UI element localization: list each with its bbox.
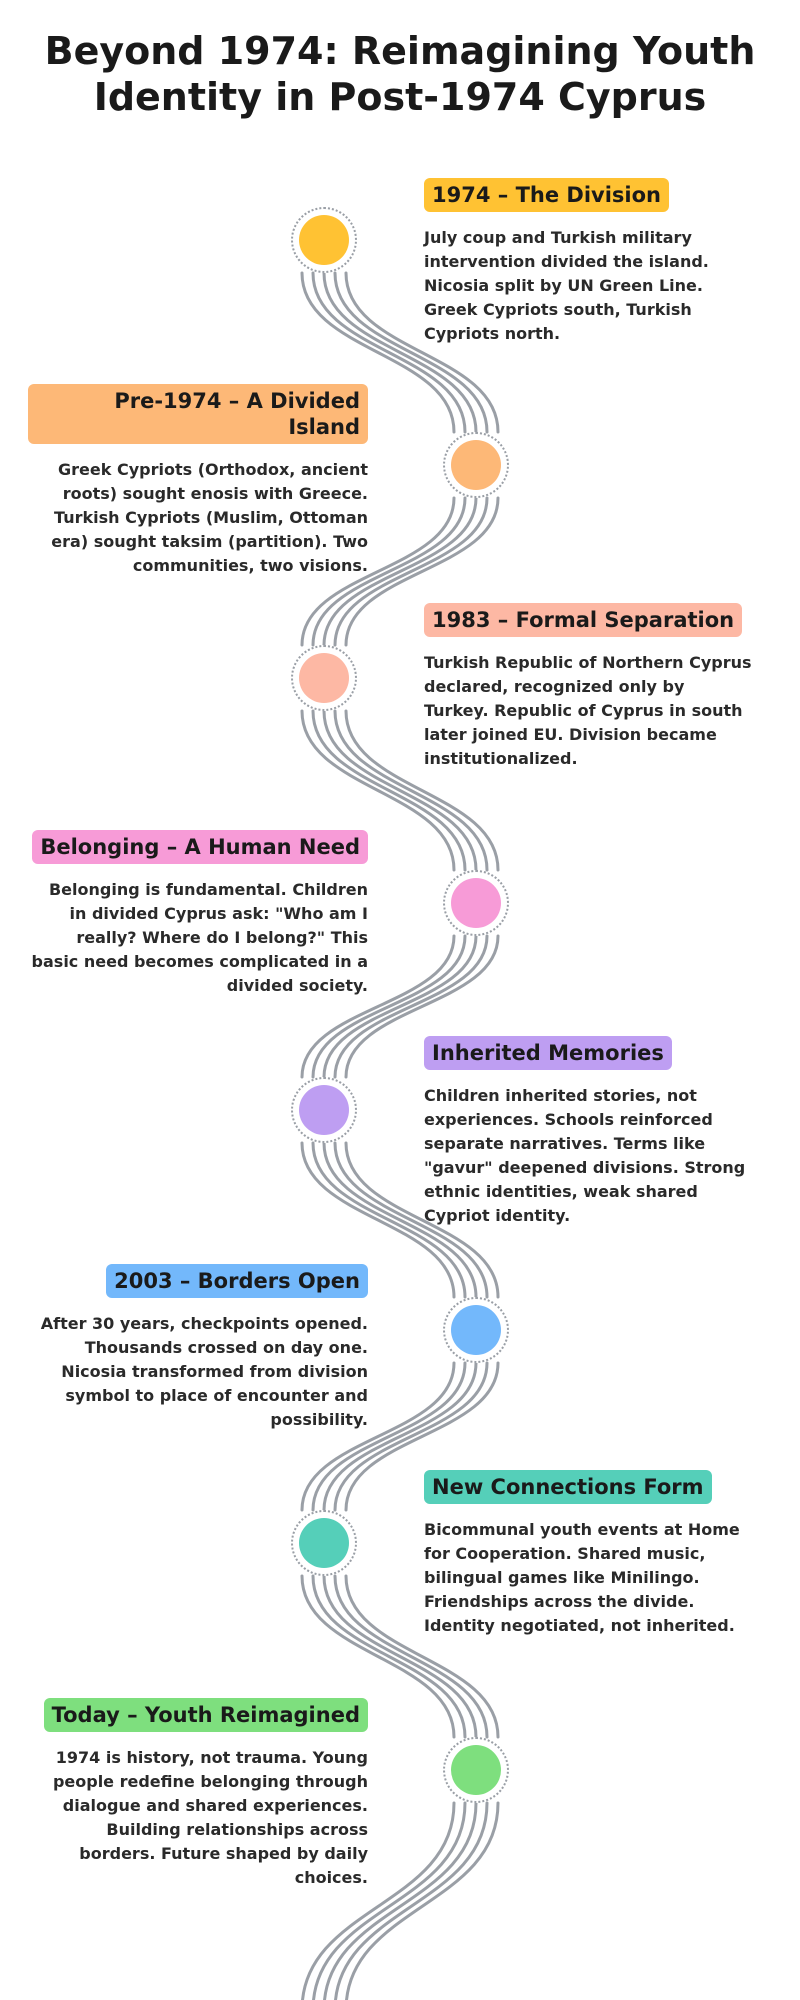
road-strand xyxy=(322,1141,478,1299)
road-strand xyxy=(300,1141,456,1299)
road-strand xyxy=(323,1801,478,2000)
event-description: Greek Cypriots (Orthodox, ancient roots)… xyxy=(51,460,368,575)
road-strand xyxy=(333,271,489,434)
road-strand xyxy=(344,1361,500,1512)
road-strand xyxy=(322,709,478,872)
timeline-node xyxy=(443,432,509,498)
road-strand xyxy=(311,1361,467,1512)
road-strand xyxy=(301,1801,456,2000)
timeline-node xyxy=(443,1297,509,1363)
road-strand xyxy=(322,271,478,434)
event-description: Belonging is fundamental. Children in di… xyxy=(31,880,368,995)
road-strand xyxy=(344,496,500,647)
road-strand xyxy=(312,1801,467,2000)
event-label: 1983 – Formal Separation xyxy=(424,603,743,637)
road-strand xyxy=(322,934,478,1079)
event-label: 1974 – The Division xyxy=(424,178,669,212)
road-strand xyxy=(333,1361,489,1512)
road-strand xyxy=(311,934,467,1079)
timeline-node xyxy=(291,645,357,711)
road-strand xyxy=(344,271,500,434)
road-strand xyxy=(344,1574,500,1739)
event-label: 2003 – Borders Open xyxy=(106,1264,368,1298)
timeline-node-dot xyxy=(451,440,501,490)
event-label: Inherited Memories xyxy=(424,1036,672,1070)
timeline-node xyxy=(291,207,357,273)
event-label: Belonging – A Human Need xyxy=(32,830,368,864)
road-strand xyxy=(311,1574,467,1739)
timeline-node-dot xyxy=(299,215,349,265)
road-strand xyxy=(333,496,489,647)
road-strand xyxy=(300,271,456,434)
timeline-node xyxy=(443,870,509,936)
event-label: New Connections Form xyxy=(424,1470,712,1504)
road-strand xyxy=(322,496,478,647)
road-strand xyxy=(300,934,456,1079)
road-strand xyxy=(300,1574,456,1739)
event-description: After 30 years, checkpoints opened. Thou… xyxy=(40,1314,368,1429)
road-strand xyxy=(345,1801,500,2000)
timeline-node-dot xyxy=(299,1085,349,1135)
timeline-node-dot xyxy=(299,653,349,703)
timeline-node-dot xyxy=(451,1745,501,1795)
road-strand xyxy=(344,709,500,872)
road-strand xyxy=(344,1141,500,1299)
road-strand xyxy=(300,496,456,647)
event-description: Turkish Republic of Northern Cyprus decl… xyxy=(424,653,752,768)
event-label: Today – Youth Reimagined xyxy=(43,1698,368,1732)
event-description: July coup and Turkish military intervent… xyxy=(424,228,709,343)
timeline-node-dot xyxy=(451,878,501,928)
road-strand xyxy=(333,1141,489,1299)
road-strand xyxy=(311,496,467,647)
event-label: Pre-1974 – A Divided Island xyxy=(28,384,368,444)
road-strand xyxy=(300,1361,456,1512)
event-description: Bicommunal youth events at Home for Coop… xyxy=(424,1520,740,1635)
road-strand xyxy=(333,1574,489,1739)
timeline-node xyxy=(443,1737,509,1803)
road-strand xyxy=(322,1574,478,1739)
event-description: Children inherited stories, not experien… xyxy=(424,1086,746,1225)
timeline-event: Today – Youth Reimagined 1974 is history,… xyxy=(28,1698,368,1890)
road-strand xyxy=(322,1361,478,1512)
timeline-node xyxy=(291,1510,357,1576)
timeline-node-dot xyxy=(299,1518,349,1568)
road-strand xyxy=(311,1141,467,1299)
timeline-node-dot xyxy=(451,1305,501,1355)
timeline-node xyxy=(291,1077,357,1143)
road-strand xyxy=(334,1801,489,2000)
road-strand xyxy=(311,271,467,434)
road-strand xyxy=(333,934,489,1079)
road-strand xyxy=(333,709,489,872)
road-strand xyxy=(300,709,456,872)
page-title: Beyond 1974: Reimagining Youth Identity … xyxy=(44,29,756,119)
road-strand xyxy=(344,934,500,1079)
event-description: 1974 is history, not trauma. Young peopl… xyxy=(52,1748,368,1887)
road-strand xyxy=(311,709,467,872)
